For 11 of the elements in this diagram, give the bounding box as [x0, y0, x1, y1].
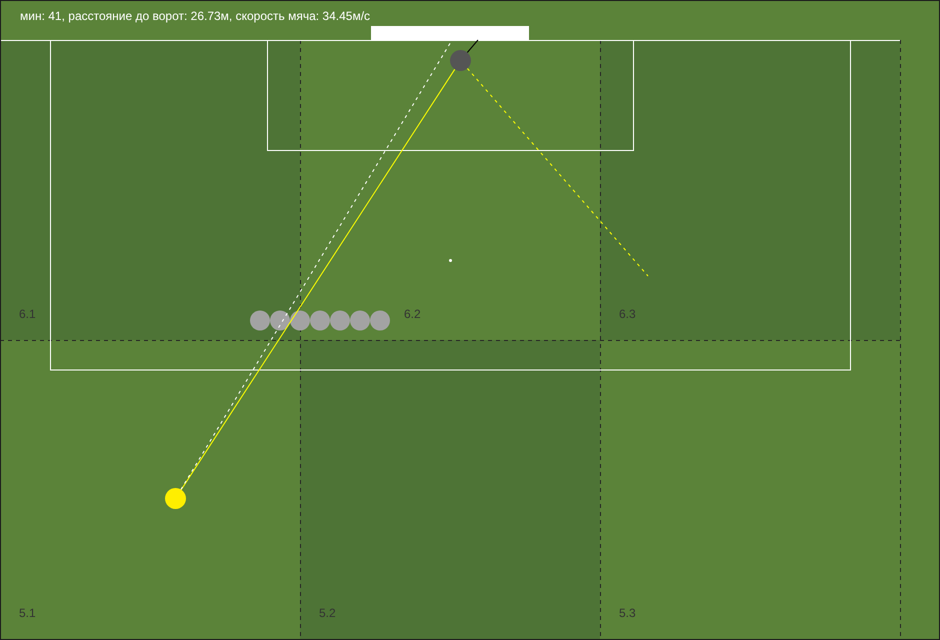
ball-marker	[165, 488, 186, 509]
zone-label: 5.1	[19, 606, 36, 620]
zone-label: 6.3	[619, 307, 636, 321]
zone-label: 6.2	[404, 307, 421, 321]
rebound-path-line	[466, 68, 648, 276]
title: мин: 41, расстояние до ворот: 26.73м, скорость мяча: 34.45м/с	[20, 9, 370, 23]
zone-label: 6.1	[19, 307, 36, 321]
zone-label: 5.2	[319, 606, 336, 620]
goalkeeper-marker	[450, 50, 471, 71]
zone-label: 5.3	[619, 606, 636, 620]
goal-bar	[371, 26, 529, 40]
